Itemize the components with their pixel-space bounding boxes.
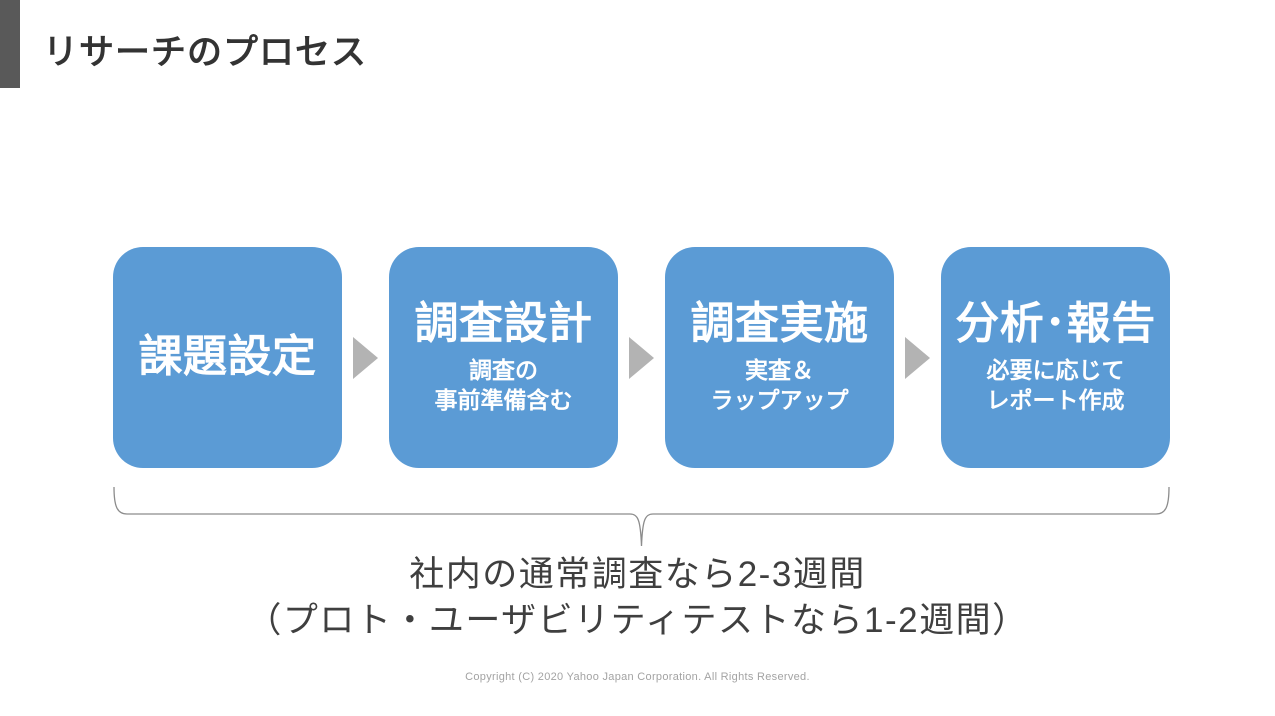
process-flow: 課題設定 調査設計 調査の 事前準備含む 調査実施 実査＆ ラップアップ xyxy=(113,247,1170,468)
step-box-analysis-report: 分析･報告 必要に応じて レポート作成 xyxy=(941,247,1170,468)
step-connector xyxy=(342,247,389,468)
step-subtext-line: 事前準備含む xyxy=(434,386,573,413)
step-heading: 調査設計 xyxy=(414,299,593,349)
summary-line-1: 社内の通常調査なら2-3週間 xyxy=(409,555,866,594)
step-subtext-line: ラップアップ xyxy=(710,386,849,413)
step-subtext: 実査＆ ラップアップ xyxy=(711,356,849,416)
arrow-right-icon xyxy=(629,336,654,379)
step-heading: 調査実施 xyxy=(690,299,869,349)
copyright-notice: Copyright (C) 2020 Yahoo Japan Corporati… xyxy=(465,671,810,683)
step-heading: 課題設定 xyxy=(138,332,317,382)
accent-bar xyxy=(0,0,20,88)
step-box-survey-execution: 調査実施 実査＆ ラップアップ xyxy=(665,247,894,468)
step-connector xyxy=(894,247,941,468)
step-box-problem-setting: 課題設定 xyxy=(113,247,342,468)
summary-line-2: （プロト・ユーザビリティテストなら1-2週間） xyxy=(246,600,1029,640)
step-subtext-line: 調査の xyxy=(469,356,538,383)
step-heading: 分析･報告 xyxy=(955,299,1156,349)
step-subtext-line: 必要に応じて xyxy=(986,356,1125,383)
step-connector xyxy=(618,247,665,468)
step-subtext: 必要に応じて レポート作成 xyxy=(987,356,1125,416)
arrow-right-icon xyxy=(353,336,378,379)
arrow-right-icon xyxy=(905,336,930,379)
step-box-survey-design: 調査設計 調査の 事前準備含む xyxy=(389,247,618,468)
page-title: リサーチのプロセス xyxy=(43,33,368,72)
step-subtext-line: 実査＆ xyxy=(745,356,814,383)
curly-brace-bracket xyxy=(113,486,1170,550)
step-subtext-line: レポート作成 xyxy=(986,386,1125,413)
summary-text: 社内の通常調査なら2-3週間 （プロト・ユーザビリティテストなら1-2週間） xyxy=(0,552,1275,643)
step-subtext: 調査の 事前準備含む xyxy=(435,356,573,416)
